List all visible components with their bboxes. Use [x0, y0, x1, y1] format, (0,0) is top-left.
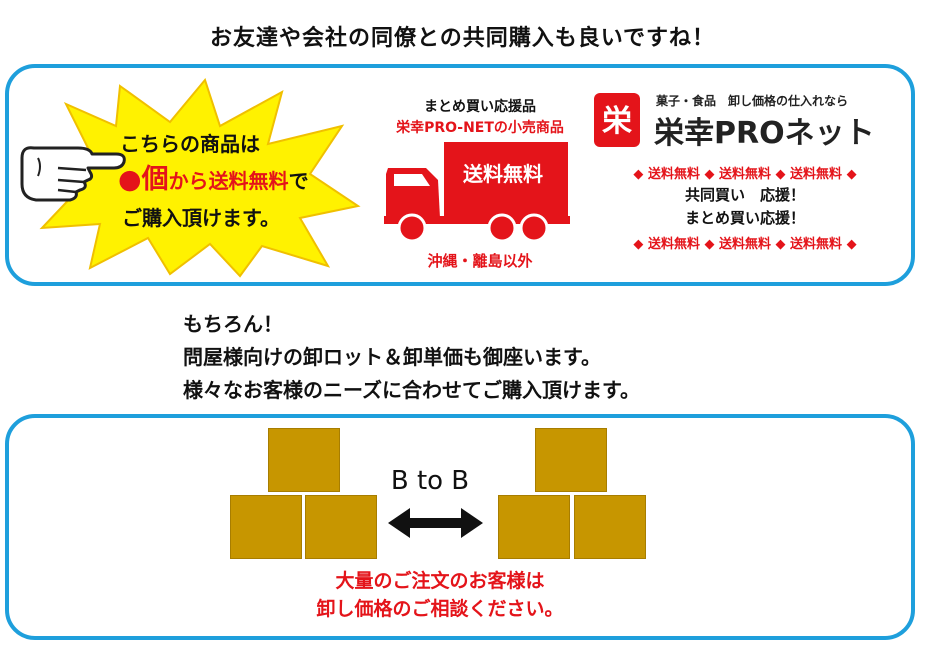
logo-name: 栄幸PROネット	[654, 116, 875, 151]
truck-caption-bottom: 沖縄・離島以外	[427, 252, 533, 270]
cooperative-line-1: 共同買い 応援！	[684, 186, 805, 204]
body-text-line-1: もちろん！	[183, 312, 283, 336]
cardboard-box	[498, 495, 570, 559]
pointing-hand-icon	[20, 146, 126, 202]
double-arrow-icon	[388, 508, 483, 538]
promo-tail: で	[288, 169, 309, 193]
logo-subtitle: 菓子・食品 卸し価格の仕入れなら	[656, 94, 849, 108]
promo-unit: 個	[141, 164, 169, 195]
cardboard-box	[535, 428, 607, 492]
promo-line-1: こちらの商品は	[120, 132, 260, 156]
cardboard-box	[268, 428, 340, 492]
promo-dot: ●	[118, 164, 142, 195]
body-text-line-2: 問屋様向けの卸ロット＆卸単価も御座います。	[183, 345, 601, 369]
cardboard-box	[574, 495, 646, 559]
cardboard-box	[230, 495, 302, 559]
cardboard-box	[305, 495, 377, 559]
page-heading: お友達や会社の同僚との共同購入も良いですね！	[209, 26, 716, 51]
btob-panel	[5, 414, 915, 640]
free-shipping-banner-bottom: ◆ 送料無料 ◆ 送料無料 ◆ 送料無料 ◆	[633, 237, 857, 252]
body-text-line-3: 様々なお客様のニーズに合わせてご購入頂けます。	[183, 378, 640, 402]
bulk-order-line-2: 卸し価格のご相談ください。	[316, 598, 564, 620]
promo-panel	[5, 64, 915, 286]
btob-label: B to B	[390, 466, 470, 496]
free-shipping-banner-top: ◆ 送料無料 ◆ 送料無料 ◆ 送料無料 ◆	[633, 167, 857, 182]
truck-free-shipping-text: 送料無料	[463, 162, 543, 186]
truck-icon	[384, 142, 570, 243]
truck-caption-top: まとめ買い応援品	[424, 99, 536, 115]
cooperative-line-2: まとめ買い応援！	[684, 209, 805, 227]
eiko-logo-mark-icon: 栄	[594, 93, 640, 147]
promo-line-2: ●個から送料無料で	[118, 157, 309, 196]
logo-mark-char: 栄	[602, 104, 632, 139]
promo-from: から	[168, 169, 209, 193]
truck-caption-brand: 栄幸PRO-NETの小売商品	[396, 120, 564, 136]
promo-free-shipping: 送料無料	[208, 169, 289, 193]
bulk-order-line-1: 大量のご注文のお客様は	[335, 570, 545, 592]
promo-line-3: ご購入頂けます。	[122, 206, 280, 230]
